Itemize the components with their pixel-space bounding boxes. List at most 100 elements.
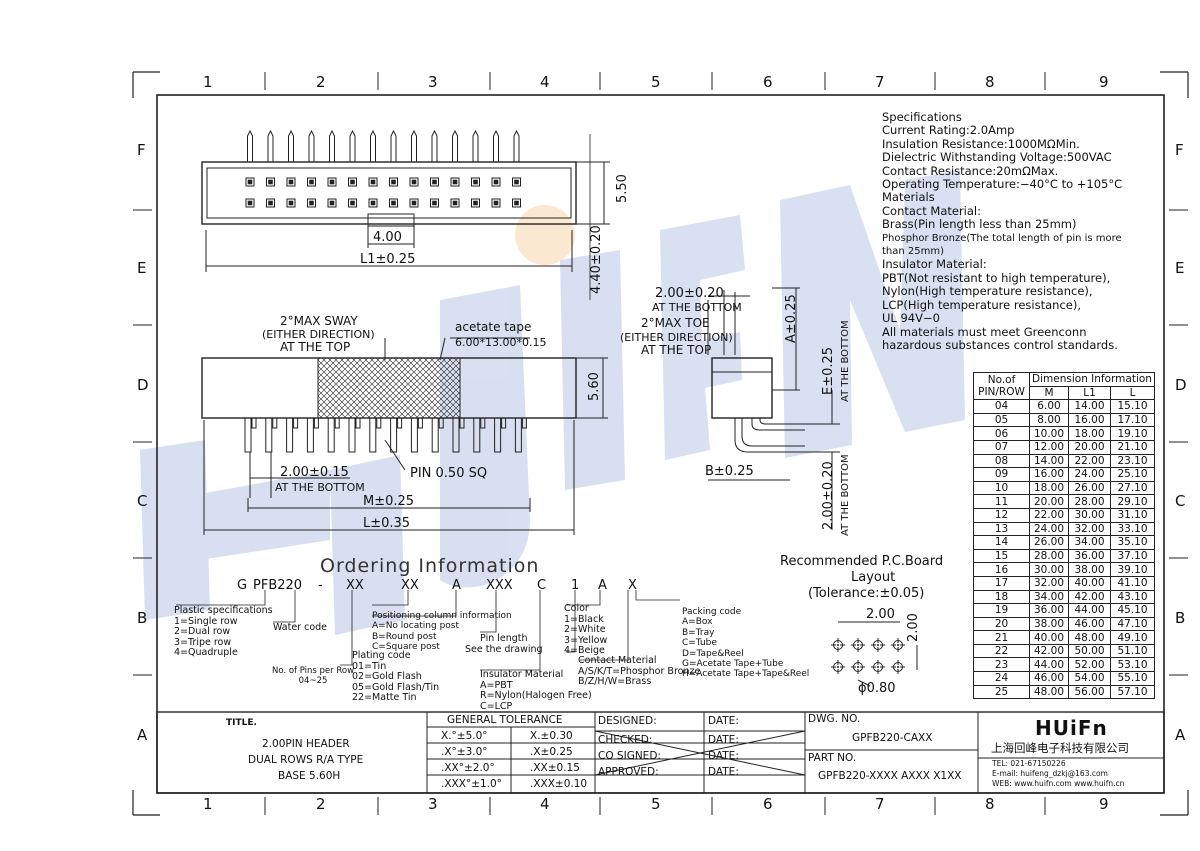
front-pin xyxy=(390,129,397,162)
front-hole-center xyxy=(514,200,519,206)
dim-table-cell: 16.00 xyxy=(1068,412,1111,428)
grid-col-label: 1 xyxy=(203,795,213,813)
tolerance-cell: .X±0.25 xyxy=(530,746,573,758)
top-pin-shoulder xyxy=(501,417,507,429)
dim-table-cell: 38.00 xyxy=(1029,616,1069,632)
ordering-line: C=LCP xyxy=(480,700,513,712)
dim-table-cell: 46.00 xyxy=(1068,616,1111,632)
dim-table-l1-header: L1 xyxy=(1068,385,1111,401)
side-dim-vertical: 2.00±0.20 xyxy=(821,461,836,530)
front-view xyxy=(201,129,610,300)
spec-line: than 25mm) xyxy=(882,246,945,258)
spec-line: LCP(High temperature resistance), xyxy=(882,297,1081,312)
dim-table-cell: 19 xyxy=(973,603,1030,618)
ordering-line: 2=Dual row xyxy=(174,626,231,638)
ordering-line: 4=Quadruple xyxy=(174,647,238,659)
pcb-hole-dia: ϕ0.80 xyxy=(858,681,896,696)
ordering-line: 05=Gold Flash/Tin xyxy=(352,681,440,693)
ordering-line: Plastic specifications xyxy=(174,605,273,616)
dim-table-cell: 36.00 xyxy=(1029,603,1069,618)
spec-line: Contact Resistance:20mΩMax. xyxy=(882,163,1059,178)
pcb-title-3: (Tolerance:±0.05) xyxy=(808,586,924,601)
front-pin xyxy=(370,129,376,162)
dim-table-cell: 12 xyxy=(973,507,1030,523)
front-hole xyxy=(266,177,275,187)
ordering-water-code: Water code xyxy=(273,622,328,633)
ordering-line: Plating code xyxy=(352,650,411,661)
front-pin xyxy=(288,129,294,162)
pcb-pitch-y: 2.00 xyxy=(906,613,921,642)
title-line-1: 2.00PIN HEADER xyxy=(262,738,350,750)
tape-label-2: 6.00*13.00*0.15 xyxy=(455,336,546,349)
dim-table-cell: 17 xyxy=(973,575,1030,591)
front-hole xyxy=(409,198,419,208)
front-hole-center xyxy=(268,179,273,185)
grid-row-label: D xyxy=(1175,376,1187,394)
tolerance-cell: .XX°±2.0° xyxy=(441,762,495,774)
dim-table-cell: 25.10 xyxy=(1110,467,1155,482)
grid-col-label: 1 xyxy=(203,73,213,91)
dim-table-cell: 07 xyxy=(973,439,1030,455)
part-number: GPFB220-XXXX AXXX X1XX xyxy=(818,770,962,782)
tolerance-cell: .X°±3.0° xyxy=(441,746,488,758)
grid-col-label: 5 xyxy=(651,795,661,813)
top-pin-shoulder xyxy=(251,417,257,429)
grid-row-label: C xyxy=(137,492,147,510)
dim-table-cell: 29.10 xyxy=(1110,494,1155,509)
grid-row-label: F xyxy=(137,141,146,159)
top-pin xyxy=(327,417,335,453)
toe-label-3: AT THE TOP xyxy=(641,343,711,357)
spec-line: Brass(Pin length less than 25mm) xyxy=(882,217,1077,232)
grid-row-label: F xyxy=(1175,141,1184,159)
dim-table-cell: 23 xyxy=(973,657,1030,673)
dim-table-cell: 22 xyxy=(973,643,1030,659)
front-hole xyxy=(307,177,316,187)
dim-table-cell: 13 xyxy=(973,521,1030,537)
side-pitch: 2.00±0.20 xyxy=(655,286,724,301)
top-pin xyxy=(369,417,377,453)
dim-table-cell: 42.00 xyxy=(1029,643,1069,659)
grid-row-label: E xyxy=(1175,259,1184,277)
front-hole-center xyxy=(288,179,294,185)
dim-table-cell: 14.00 xyxy=(1068,399,1111,414)
dim-table-cell: 15 xyxy=(973,548,1030,564)
front-pin xyxy=(308,129,315,162)
front-hole-center xyxy=(391,200,396,206)
pcb-hole xyxy=(853,640,863,650)
dim-table-cell: 19.10 xyxy=(1110,426,1155,441)
side-dim-vertical-note: AT THE BOTTOM xyxy=(840,454,851,536)
dim-table-cell: 49.10 xyxy=(1110,630,1155,645)
front-hole xyxy=(471,177,480,187)
front-hole xyxy=(491,177,501,187)
top-pin xyxy=(306,417,314,453)
spec-line: Insulator Material: xyxy=(882,257,987,272)
ordering-code-part: 1 xyxy=(571,578,580,593)
grid-col-label: 9 xyxy=(1099,795,1109,813)
dwg-number: GPFB220-CAXX xyxy=(852,732,933,744)
top-pin-shoulder xyxy=(397,417,403,429)
front-dim-height: 5.50 xyxy=(615,174,630,203)
dim-table-cell: 54.00 xyxy=(1068,671,1111,686)
dim-table-cell: 20 xyxy=(973,616,1030,632)
ordering-title: Ordering Information xyxy=(320,555,540,577)
dim-table-cell: 14 xyxy=(973,535,1030,550)
dim-table-cell: 27.10 xyxy=(1110,480,1155,496)
dim-table-group-header: Dimension Information xyxy=(1029,372,1155,387)
dim-table-cell: 34.00 xyxy=(1029,589,1069,605)
front-dim-length: L1±0.25 xyxy=(360,252,415,267)
dim-table-cell: 06 xyxy=(973,426,1030,441)
grid-col-label: 2 xyxy=(316,795,326,813)
